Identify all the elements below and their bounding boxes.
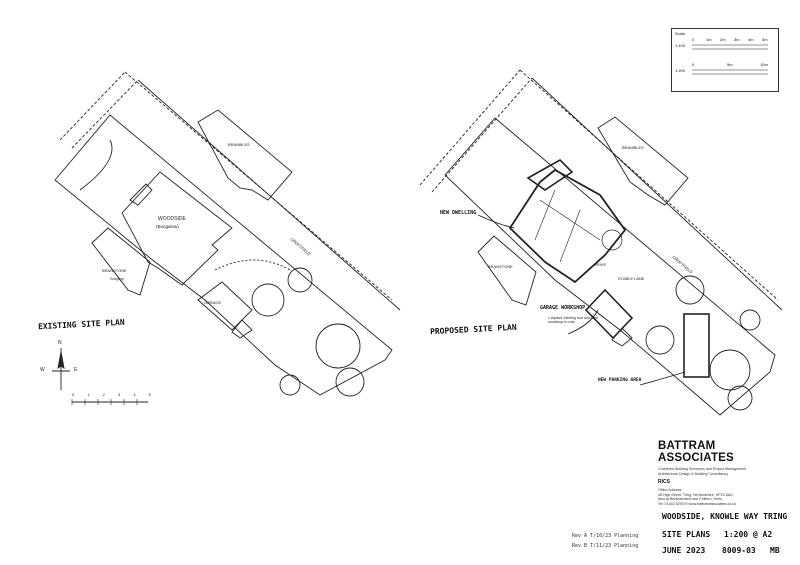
drawing-author: MB — [770, 546, 780, 555]
internal-wall — [559, 209, 581, 263]
road-edge-line — [419, 69, 521, 186]
neighbour-building — [197, 109, 293, 201]
road-edge-line — [531, 77, 783, 311]
rics-logo: RICS — [658, 479, 670, 486]
neighbour-building — [91, 227, 151, 296]
internal-wall — [534, 189, 556, 241]
leader-arrow — [567, 309, 599, 335]
firm-address-line: Also at Berkhamsted and Chiltern, Herts — [658, 497, 723, 502]
road-edge-line — [59, 71, 126, 141]
leader-arrow — [477, 214, 515, 229]
garage-workshop — [584, 288, 634, 340]
road-edge-line — [519, 69, 779, 301]
neighbour-left-sublabel: Surgery — [110, 276, 125, 281]
outbuilding — [611, 327, 633, 347]
road-edge-line — [137, 79, 401, 311]
existing-site-plan-drawing — [52, 71, 401, 405]
scale-row1-tick: 2m — [720, 37, 726, 42]
scale-numbers: 0 1 2 3 4 5 — [72, 392, 157, 397]
drawing-scale: 1:200 @ A2 — [724, 530, 773, 539]
road-edge-line — [431, 77, 533, 193]
plot-boundary — [54, 114, 393, 396]
scale-box-bars — [692, 44, 768, 75]
existing-house — [121, 171, 233, 286]
new-dwelling — [508, 168, 627, 284]
existing-building-sublabel: (Bungalow) — [156, 224, 179, 229]
right-neighbour-top-label: BRAMBLES — [622, 145, 644, 150]
tree — [315, 323, 361, 369]
scale-row1-label: 1:100 — [675, 43, 686, 48]
house-porch — [129, 183, 153, 206]
firm-block: BATTRAM ASSOCIATES Chartered Building Su… — [658, 440, 778, 507]
scale-row1-tick: 3m — [734, 37, 740, 42]
tree — [727, 385, 753, 411]
north-arrow-head — [57, 351, 65, 369]
scale-row1-tick: 4m — [748, 37, 754, 42]
scale-row2-tick: 10m — [760, 62, 768, 67]
firm-description: Chartered Building Surveyors and Project… — [658, 467, 778, 476]
scale-row1-tick: 5m — [762, 37, 768, 42]
tree — [675, 275, 705, 305]
garden-path — [214, 259, 291, 271]
lane-label: STABLE LANE — [618, 276, 645, 281]
firm-address-line: Office Address: — [658, 488, 683, 493]
north-letter: N — [58, 340, 62, 346]
existing-garage — [197, 281, 253, 331]
scale-row1-tick: 0 — [692, 37, 695, 42]
scale-box: Scale 1:100 1:200 0 1m 2m 3m 4m 5m 0 5m … — [671, 28, 779, 92]
tree — [279, 374, 301, 396]
leader-arrow — [639, 371, 686, 386]
firm-address: Office Address: 48 High Street, Tring, H… — [658, 488, 778, 506]
tree — [335, 367, 365, 397]
neighbour-building — [477, 235, 537, 306]
drawing-title: SITE PLANS — [662, 530, 711, 539]
new-dwelling-label: NEW DWELLING — [440, 210, 477, 216]
road-edge-line — [71, 79, 139, 149]
drawing-date: JUNE 2023 — [662, 546, 706, 555]
revision-entry: Rev B T/11/23 Planning — [572, 543, 639, 549]
tree — [739, 309, 761, 331]
scale-row2-tick: 5m — [727, 62, 733, 67]
dwelling-wing — [526, 159, 574, 191]
neighbour-left-label: BRANSTONE — [102, 268, 127, 273]
plot-boundary — [444, 117, 776, 416]
new-parking-label: NEW PARKING AREA — [598, 378, 642, 383]
firm-desc-line: Architectural Design & Building Consulta… — [658, 471, 729, 476]
tree — [709, 349, 751, 391]
scale-row2-tick: 0 — [692, 62, 695, 67]
project-title: WOODSIDE, KNOWLE WAY TRING — [662, 512, 788, 521]
right-neighbour-left-label: BRANSTONE — [488, 264, 513, 269]
firm-address-line: 48 High Street, Tring, Hertfordshire, HP… — [658, 492, 733, 497]
firm-name: BATTRAM ASSOCIATES — [658, 440, 734, 464]
internal-wall — [539, 199, 601, 241]
revision-entry: Rev A T/10/23 Planning — [572, 533, 639, 539]
proposed-site-plan-drawing — [419, 69, 783, 416]
new-parking-area — [683, 313, 710, 378]
scale-box-title: Scale — [675, 31, 686, 36]
tree — [645, 325, 675, 355]
stair — [601, 229, 623, 251]
firm-desc-line: Chartered Building Surveyors and Project… — [658, 467, 747, 471]
east-letter: E — [74, 367, 78, 373]
garden-path — [79, 139, 113, 191]
tree — [251, 283, 285, 317]
garage-label: GARAGE — [204, 300, 222, 305]
tree — [287, 267, 313, 293]
firm-address-line: Tel: 01442 829070 www.battramassociates.… — [658, 501, 736, 506]
neighbour-building — [597, 116, 689, 206]
road-label: DRIVE — [594, 262, 607, 267]
outbuilding — [231, 319, 253, 339]
scale-row2-label: 1:200 — [675, 68, 686, 73]
drawing-number: 8009-03 — [722, 546, 756, 555]
scale-row1-tick: 1m — [706, 37, 712, 42]
neighbour-top-label: BRAMBLES — [228, 142, 250, 147]
existing-building-label: WOODSIDE — [158, 216, 186, 222]
west-letter: W — [40, 367, 45, 373]
garage-workshop-label: GARAGE WORKSHOP — [540, 305, 586, 311]
garage-note: x replace existing roof and form worksho… — [548, 316, 599, 325]
